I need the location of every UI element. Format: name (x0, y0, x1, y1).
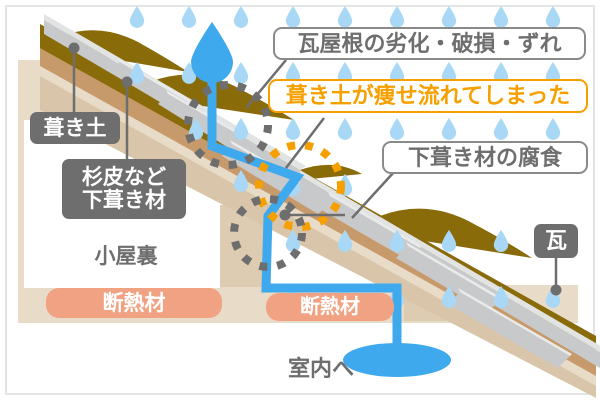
dot-fukido (68, 42, 80, 54)
dot-sugikawa (121, 76, 133, 88)
rain-drop (181, 6, 197, 28)
tile-7 (396, 246, 500, 312)
main-water-drop (191, 22, 233, 83)
rain-drop (129, 62, 145, 84)
water-puddle (343, 343, 451, 377)
label-fukido-yase: 葺き土が痩せ流れてしまった (268, 79, 588, 113)
rain-drop (545, 6, 561, 28)
leader-kawara-yane (245, 59, 287, 109)
roof-sheathing-lower (40, 76, 596, 398)
tile-3-highlight (166, 90, 246, 138)
rain-drop (337, 118, 353, 140)
dot-kawara (550, 284, 562, 296)
rain-drop (285, 6, 301, 28)
leader-lines (72, 48, 558, 290)
rain-drop (233, 62, 249, 84)
rain-drop (493, 118, 509, 140)
label-sugikawa-shitabuki: 杉皮など 下葺き材 (62, 159, 186, 219)
rain-drop (493, 230, 509, 252)
rain-drop (389, 230, 405, 252)
label-fukido: 葺き土 (30, 112, 120, 144)
rain-drop (181, 62, 197, 84)
rain-drop (441, 62, 457, 84)
rain-drop (545, 286, 561, 308)
rain-drop (285, 62, 301, 84)
rain-drop (389, 118, 405, 140)
soil-mound-2 (150, 74, 294, 120)
rain-drop (337, 62, 353, 84)
rain-drop (441, 286, 457, 308)
orange-circle-middle (255, 141, 345, 231)
rain-drop (493, 286, 509, 308)
rain-drop (233, 118, 249, 140)
label-koyaura: 小屋裏 (94, 244, 158, 268)
rain-drop (545, 118, 561, 140)
rain-drop (285, 230, 301, 252)
rain-drop (441, 6, 457, 28)
label-dannetsu-right: 断熱材 (266, 293, 394, 321)
soil-mound-4 (300, 164, 362, 180)
leader-fukido-yase (285, 117, 325, 169)
dot-horizontal (279, 209, 291, 221)
leader-fushoku (351, 171, 395, 219)
tile-8-highlight (458, 288, 572, 356)
rain-drop (493, 6, 509, 28)
tile-7-highlight (406, 242, 502, 300)
label-kawara: 瓦 (534, 224, 578, 258)
label-kawara-yane-rekka: 瓦屋根の劣化・破損・ずれ (273, 27, 586, 60)
tile-8 (448, 292, 570, 368)
rain-drop (389, 6, 405, 28)
rain-drop (441, 118, 457, 140)
rain-drop (337, 6, 353, 28)
tile-3 (158, 94, 244, 150)
label-dannetsu-left: 断熱材 (46, 288, 222, 318)
page-frame (5, 5, 595, 395)
rain-drop (545, 62, 561, 84)
leader-dots (68, 42, 562, 296)
tile-5-highlight (300, 170, 600, 352)
rain-drop (233, 170, 249, 192)
rain-drop (233, 6, 249, 28)
gray-circle-lower (230, 195, 306, 271)
label-sugikawa-line1: 杉皮など (82, 166, 166, 189)
label-shitsunai-e: 室内へ (287, 356, 354, 381)
rain-drop (285, 118, 301, 140)
gray-circle-upper (184, 81, 272, 169)
label-shitabuki-fushoku: 下葺き材の腐食 (382, 141, 588, 174)
rain-drop (389, 62, 405, 84)
rain-drop (129, 6, 145, 28)
rain-drop (493, 62, 509, 84)
label-sugikawa-line2: 下葺き材 (82, 189, 166, 212)
soil-mound-1 (60, 30, 188, 72)
rain-drop (337, 230, 353, 252)
rain-drop (441, 230, 457, 252)
